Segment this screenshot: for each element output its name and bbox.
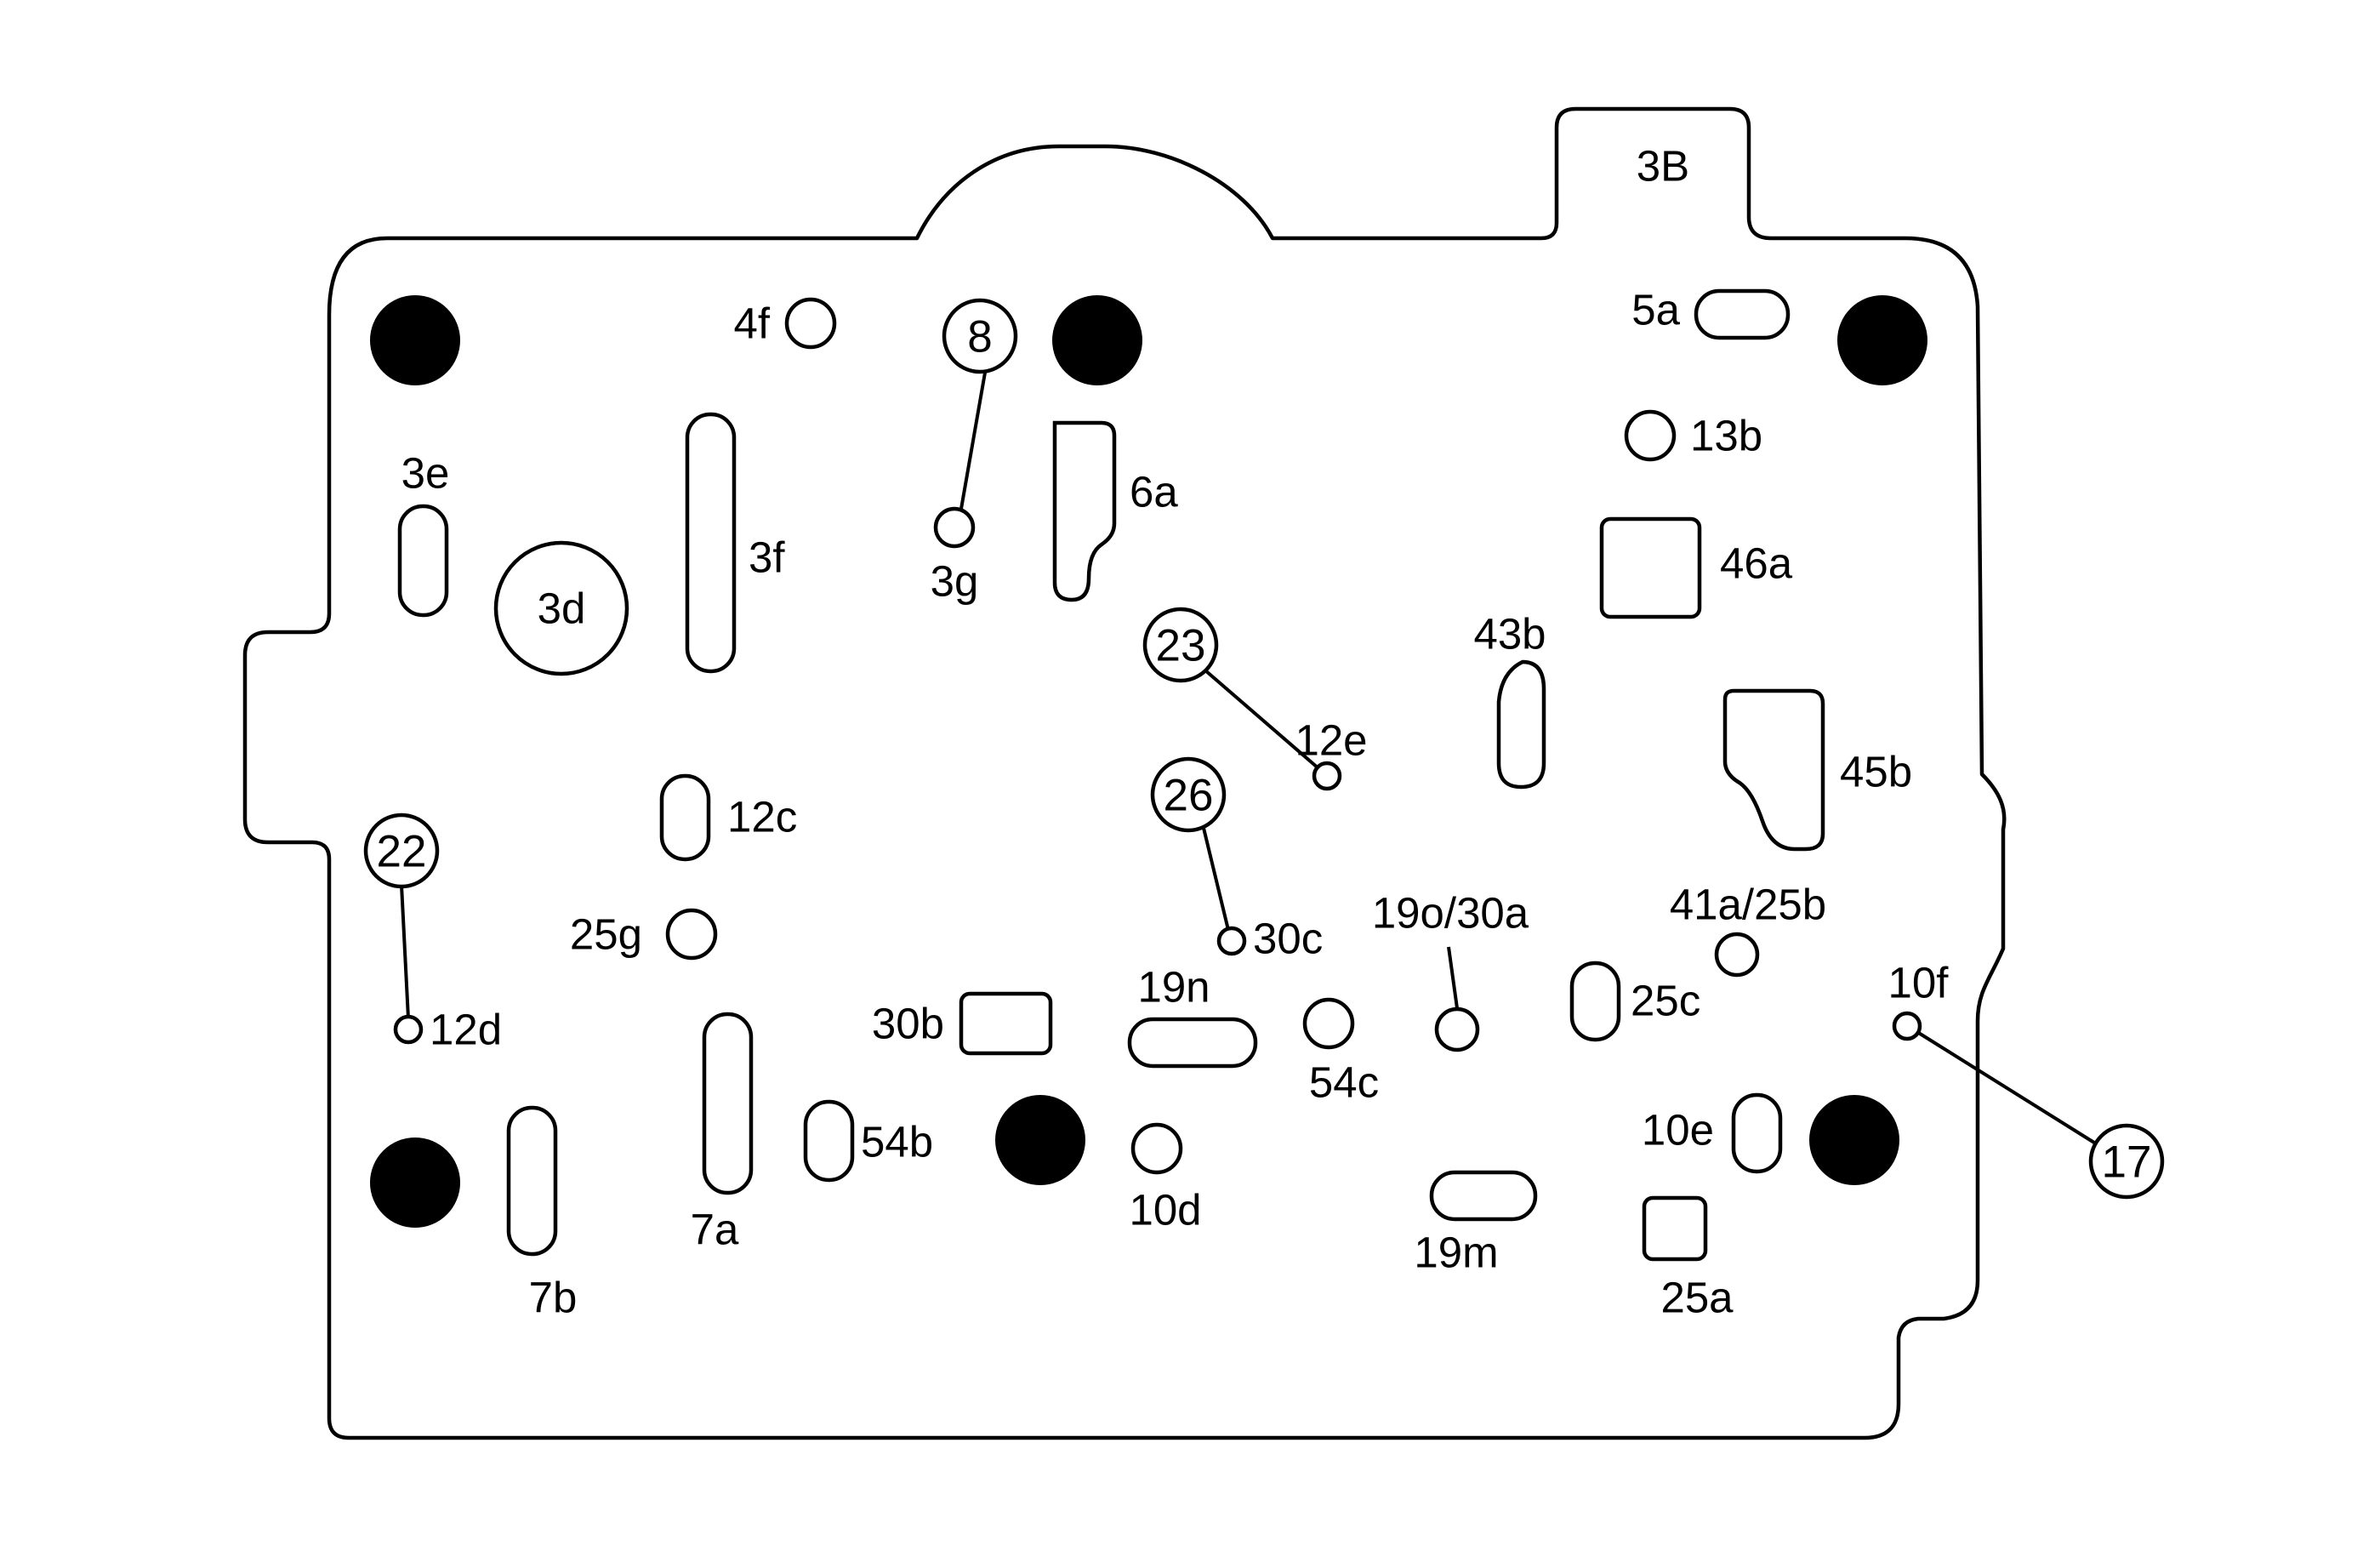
port-19m bbox=[1429, 1170, 1538, 1222]
callout-circle-22 bbox=[363, 813, 440, 889]
port-19n bbox=[1127, 1017, 1258, 1069]
label-41a25b: 41a/25b bbox=[1670, 881, 1826, 929]
leader-12e bbox=[1204, 669, 1327, 776]
port-45b bbox=[1722, 688, 1825, 852]
port-3e bbox=[397, 504, 449, 618]
label-25c: 25c bbox=[1631, 977, 1700, 1025]
callout-circle-23 bbox=[1142, 607, 1219, 683]
leader-10f bbox=[1916, 1030, 2096, 1144]
leader-12d bbox=[400, 884, 410, 1019]
label-46a: 46a bbox=[1720, 539, 1793, 588]
port-54b bbox=[803, 1099, 855, 1183]
label-54c: 54c bbox=[1309, 1058, 1379, 1107]
label-30b: 30b bbox=[872, 1000, 944, 1048]
plate-outline bbox=[242, 106, 2007, 1440]
port-19o30a bbox=[1434, 1006, 1480, 1052]
label-43b: 43b bbox=[1473, 610, 1546, 659]
label-10d: 10d bbox=[1129, 1186, 1201, 1234]
port-46a bbox=[1599, 516, 1702, 619]
port-10d bbox=[1130, 1122, 1183, 1175]
port-25a bbox=[1642, 1195, 1708, 1262]
label-6a: 6a bbox=[1130, 468, 1178, 516]
callout-17: 17 bbox=[2102, 1138, 2152, 1188]
port-5a bbox=[1694, 288, 1791, 340]
label-7a: 7a bbox=[691, 1206, 739, 1254]
port-25c bbox=[1569, 961, 1621, 1042]
leader-30c bbox=[1200, 820, 1230, 931]
port-10f bbox=[1892, 1011, 1922, 1041]
label-12e: 12e bbox=[1295, 716, 1367, 765]
callout-circle-17 bbox=[2088, 1123, 2165, 1200]
port-3d bbox=[493, 540, 629, 676]
label-19m: 19m bbox=[1414, 1229, 1498, 1277]
label-7b: 7b bbox=[529, 1274, 578, 1322]
label-45b: 45b bbox=[1840, 748, 1912, 796]
callout-circle-26 bbox=[1150, 756, 1227, 833]
label-19n: 19n bbox=[1137, 963, 1210, 1012]
bolt-hole-bottom-center bbox=[995, 1095, 1085, 1185]
label-10f: 10f bbox=[1888, 959, 1950, 1007]
label-12c: 12c bbox=[727, 793, 797, 841]
label-3d: 3d bbox=[538, 584, 586, 633]
label-5a: 5a bbox=[1631, 286, 1680, 334]
port-3g bbox=[933, 506, 976, 549]
port-25g bbox=[665, 908, 718, 961]
port-13b bbox=[1624, 409, 1677, 462]
bolt-hole-top-right bbox=[1837, 295, 1927, 385]
callout-22: 22 bbox=[377, 827, 427, 877]
label-25g: 25g bbox=[570, 910, 642, 959]
label-12d: 12d bbox=[430, 1006, 502, 1054]
port-41a25b bbox=[1714, 932, 1760, 978]
callout-8: 8 bbox=[967, 312, 992, 362]
callout-circle-8 bbox=[942, 298, 1018, 374]
label-30c: 30c bbox=[1253, 915, 1323, 963]
port-30b bbox=[959, 991, 1053, 1056]
callout-26: 26 bbox=[1164, 771, 1214, 821]
label-4f: 4f bbox=[733, 299, 770, 348]
port-3f bbox=[685, 412, 737, 674]
leader-19o30a bbox=[1447, 946, 1459, 1009]
label-54b: 54b bbox=[861, 1118, 933, 1166]
port-6a bbox=[1052, 420, 1117, 602]
label-19o30a: 19o/30a bbox=[1372, 889, 1529, 938]
bolt-hole-top-center bbox=[1052, 295, 1142, 385]
port-7b bbox=[506, 1105, 558, 1257]
label-25a: 25a bbox=[1660, 1274, 1734, 1322]
bolt-hole-bottom-left bbox=[370, 1138, 460, 1228]
port-4f bbox=[784, 297, 837, 350]
port-54c bbox=[1302, 997, 1355, 1050]
leader-callout-8 bbox=[959, 372, 987, 510]
port-30c bbox=[1216, 926, 1247, 956]
port-10e bbox=[1731, 1092, 1783, 1174]
label-3f: 3f bbox=[749, 533, 785, 582]
port-43b bbox=[1496, 659, 1546, 790]
callout-23: 23 bbox=[1156, 621, 1206, 671]
label-13b: 13b bbox=[1690, 412, 1762, 460]
label-3g: 3g bbox=[931, 557, 979, 606]
plate-name: 3B bbox=[1637, 142, 1689, 191]
port-12d bbox=[393, 1014, 424, 1045]
bolt-hole-top-left bbox=[370, 295, 460, 385]
bolt-hole-bottom-right bbox=[1809, 1095, 1899, 1185]
label-10e: 10e bbox=[1642, 1106, 1714, 1155]
port-7a bbox=[702, 1012, 754, 1195]
port-12c bbox=[659, 773, 711, 862]
label-3e: 3e bbox=[401, 449, 450, 498]
port-12e bbox=[1312, 761, 1342, 791]
